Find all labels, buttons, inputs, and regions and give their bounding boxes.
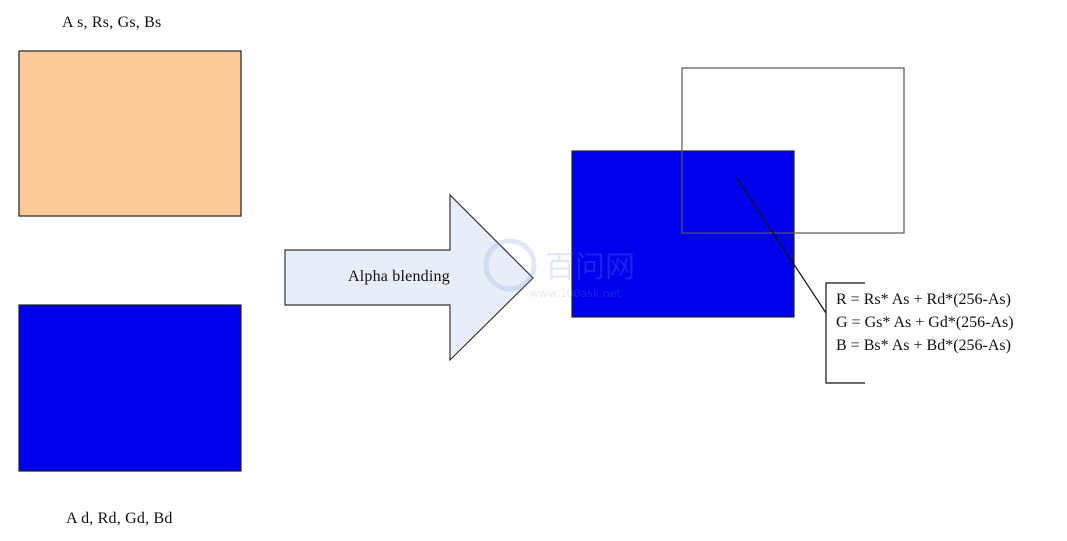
source-rectangle [18, 50, 242, 217]
result-blue-rectangle [571, 150, 795, 318]
destination-rectangle [18, 304, 242, 472]
result-outline-rectangle [681, 67, 905, 234]
formula-red: R = Rs* As + Rd*(256-As) [836, 291, 1011, 308]
alpha-blending-arrow [284, 193, 534, 362]
formula-connector-line [736, 177, 827, 314]
destination-label: A d, Rd, Gd, Bd [66, 510, 173, 527]
formula-bracket [825, 282, 865, 384]
formula-green: G = Gs* As + Gd*(256-As) [836, 314, 1014, 331]
formula-block: R = Rs* As + Rd*(256-As) G = Gs* As + Gd… [836, 288, 1014, 357]
formula-blue: B = Bs* As + Bd*(256-As) [836, 337, 1011, 354]
arrow-label: Alpha blending [348, 268, 450, 285]
source-label: A s, Rs, Gs, Bs [62, 14, 162, 31]
